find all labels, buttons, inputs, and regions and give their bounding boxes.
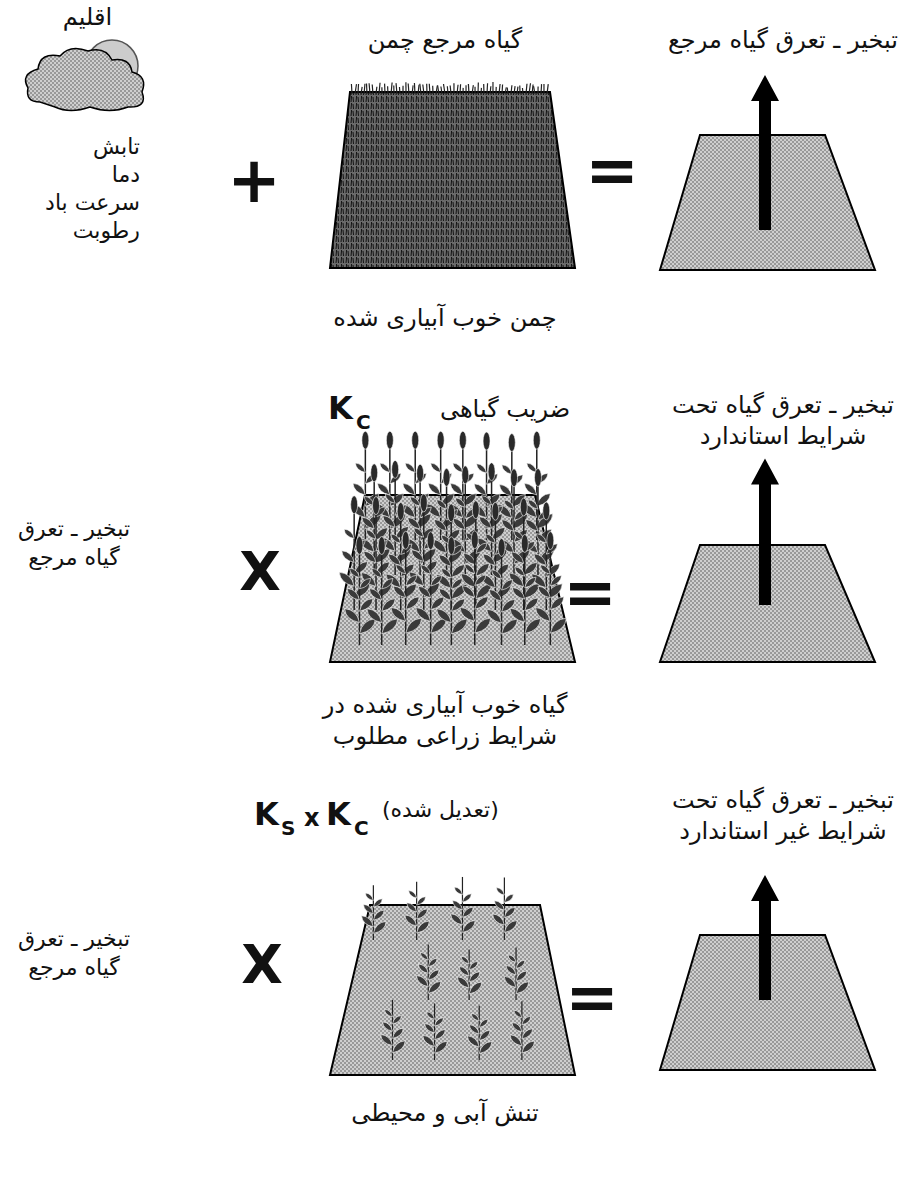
plant-figure	[460, 531, 491, 645]
plant-figure	[450, 466, 481, 575]
node-heading: تبخیر ـ تعرق گیاه تحت شرایط غیر استاندار…	[648, 785, 918, 847]
coefficient-subscript: C	[356, 412, 371, 432]
grass-field: گیاه مرجع چمن چمن خوب آبیاری شده	[300, 25, 590, 350]
node-heading: ضریب گیاهی	[430, 394, 580, 425]
multiply-sign: X	[230, 545, 290, 599]
node-heading: تبخیر ـ تعرق گیاه تحت شرایط استاندارد	[648, 390, 918, 452]
field-trapezoid	[330, 495, 575, 662]
equals-sign: =	[580, 138, 644, 202]
node-heading: گیاه مرجع چمن	[300, 25, 590, 56]
plant-figure	[391, 531, 422, 645]
equals-sign: =	[560, 965, 624, 1029]
et-result-field: تبخیر ـ تعرق گیاه تحت شرایط غیر استاندار…	[648, 785, 918, 1075]
plant-figure	[467, 1006, 492, 1060]
plant-figure	[487, 538, 518, 645]
multiply-symbol: x	[304, 806, 319, 830]
stressed-crop-field: تنش آبی و محیطی	[300, 870, 590, 1140]
node-caption: تنش آبی و محیطی	[300, 1098, 590, 1129]
plant-figure	[381, 1000, 406, 1060]
et-result-field-shape	[648, 25, 918, 300]
plant-figure	[457, 950, 482, 1000]
node-heading: اقلیم	[20, 2, 155, 33]
plant-figure	[386, 502, 417, 610]
plant-figure	[437, 537, 468, 645]
et-arrow	[751, 875, 779, 1000]
cloud-icon	[26, 48, 144, 110]
plant-figure	[400, 431, 431, 540]
climate-factor: تابش	[20, 133, 140, 162]
plant-figure	[481, 502, 512, 610]
climate-factor: دما	[20, 161, 140, 190]
climate-cloud: اقلیم	[20, 2, 155, 120]
plant-figure	[523, 469, 554, 575]
plant-figure	[409, 494, 440, 610]
plant-figure	[405, 464, 436, 575]
node-caption: چمن خوب آبیاری شده	[300, 303, 590, 334]
plant-figure	[367, 537, 398, 645]
coefficient-symbol: K	[326, 798, 351, 830]
plant-figure	[493, 878, 518, 940]
coefficient-symbol: K	[328, 392, 353, 424]
plant-figure	[510, 1001, 535, 1060]
plant-figure	[380, 460, 411, 575]
grass-field-shape	[300, 25, 590, 350]
operand-text: تبخیر ـ تعرق گیاه مرجع	[4, 515, 144, 572]
plant-figure	[423, 1003, 448, 1060]
et-arrow	[751, 458, 779, 605]
operand-text: تبخیر ـ تعرق گیاه مرجع	[4, 925, 144, 982]
climate-factor: رطوبت	[20, 217, 140, 246]
plant-figure	[405, 882, 430, 940]
plant-figure	[531, 502, 562, 610]
plant-figure	[416, 944, 441, 1000]
coefficient-symbol: K	[254, 798, 279, 830]
coefficient-subscript: S	[281, 818, 295, 838]
node-caption: گیاه خوب آبیاری شده در شرایط زراعی مطلوب	[300, 690, 590, 752]
plant-figure	[416, 532, 447, 645]
climate-factor: سرعت باد	[20, 189, 140, 218]
field-trapezoid	[330, 92, 575, 268]
plant-figure	[504, 948, 529, 1000]
adjusted-note: (تعدیل شده)	[382, 796, 557, 825]
plant-figure	[362, 885, 387, 940]
plant-figure	[510, 534, 541, 645]
plant-figure	[451, 877, 476, 940]
node-heading: تبخیر ـ تعرق گیاه مرجع	[648, 25, 918, 56]
et-arrow	[751, 75, 779, 230]
plant-figure	[361, 497, 392, 610]
plant-figure	[536, 532, 567, 645]
et-result-field: تبخیر ـ تعرق گیاه تحت شرایط استاندارد	[648, 390, 918, 675]
plus-sign: +	[222, 148, 286, 212]
crop-field: ضریب گیاهی گیاه خوب آبیاری شده در شرایط ز…	[300, 390, 590, 765]
equals-sign: =	[558, 560, 622, 624]
multiply-sign: X	[232, 938, 292, 992]
plant-figure	[477, 463, 508, 575]
field-trapezoid	[330, 905, 575, 1075]
et-result-field: تبخیر ـ تعرق گیاه مرجع	[648, 25, 918, 300]
coefficient-subscript: C	[354, 818, 369, 838]
